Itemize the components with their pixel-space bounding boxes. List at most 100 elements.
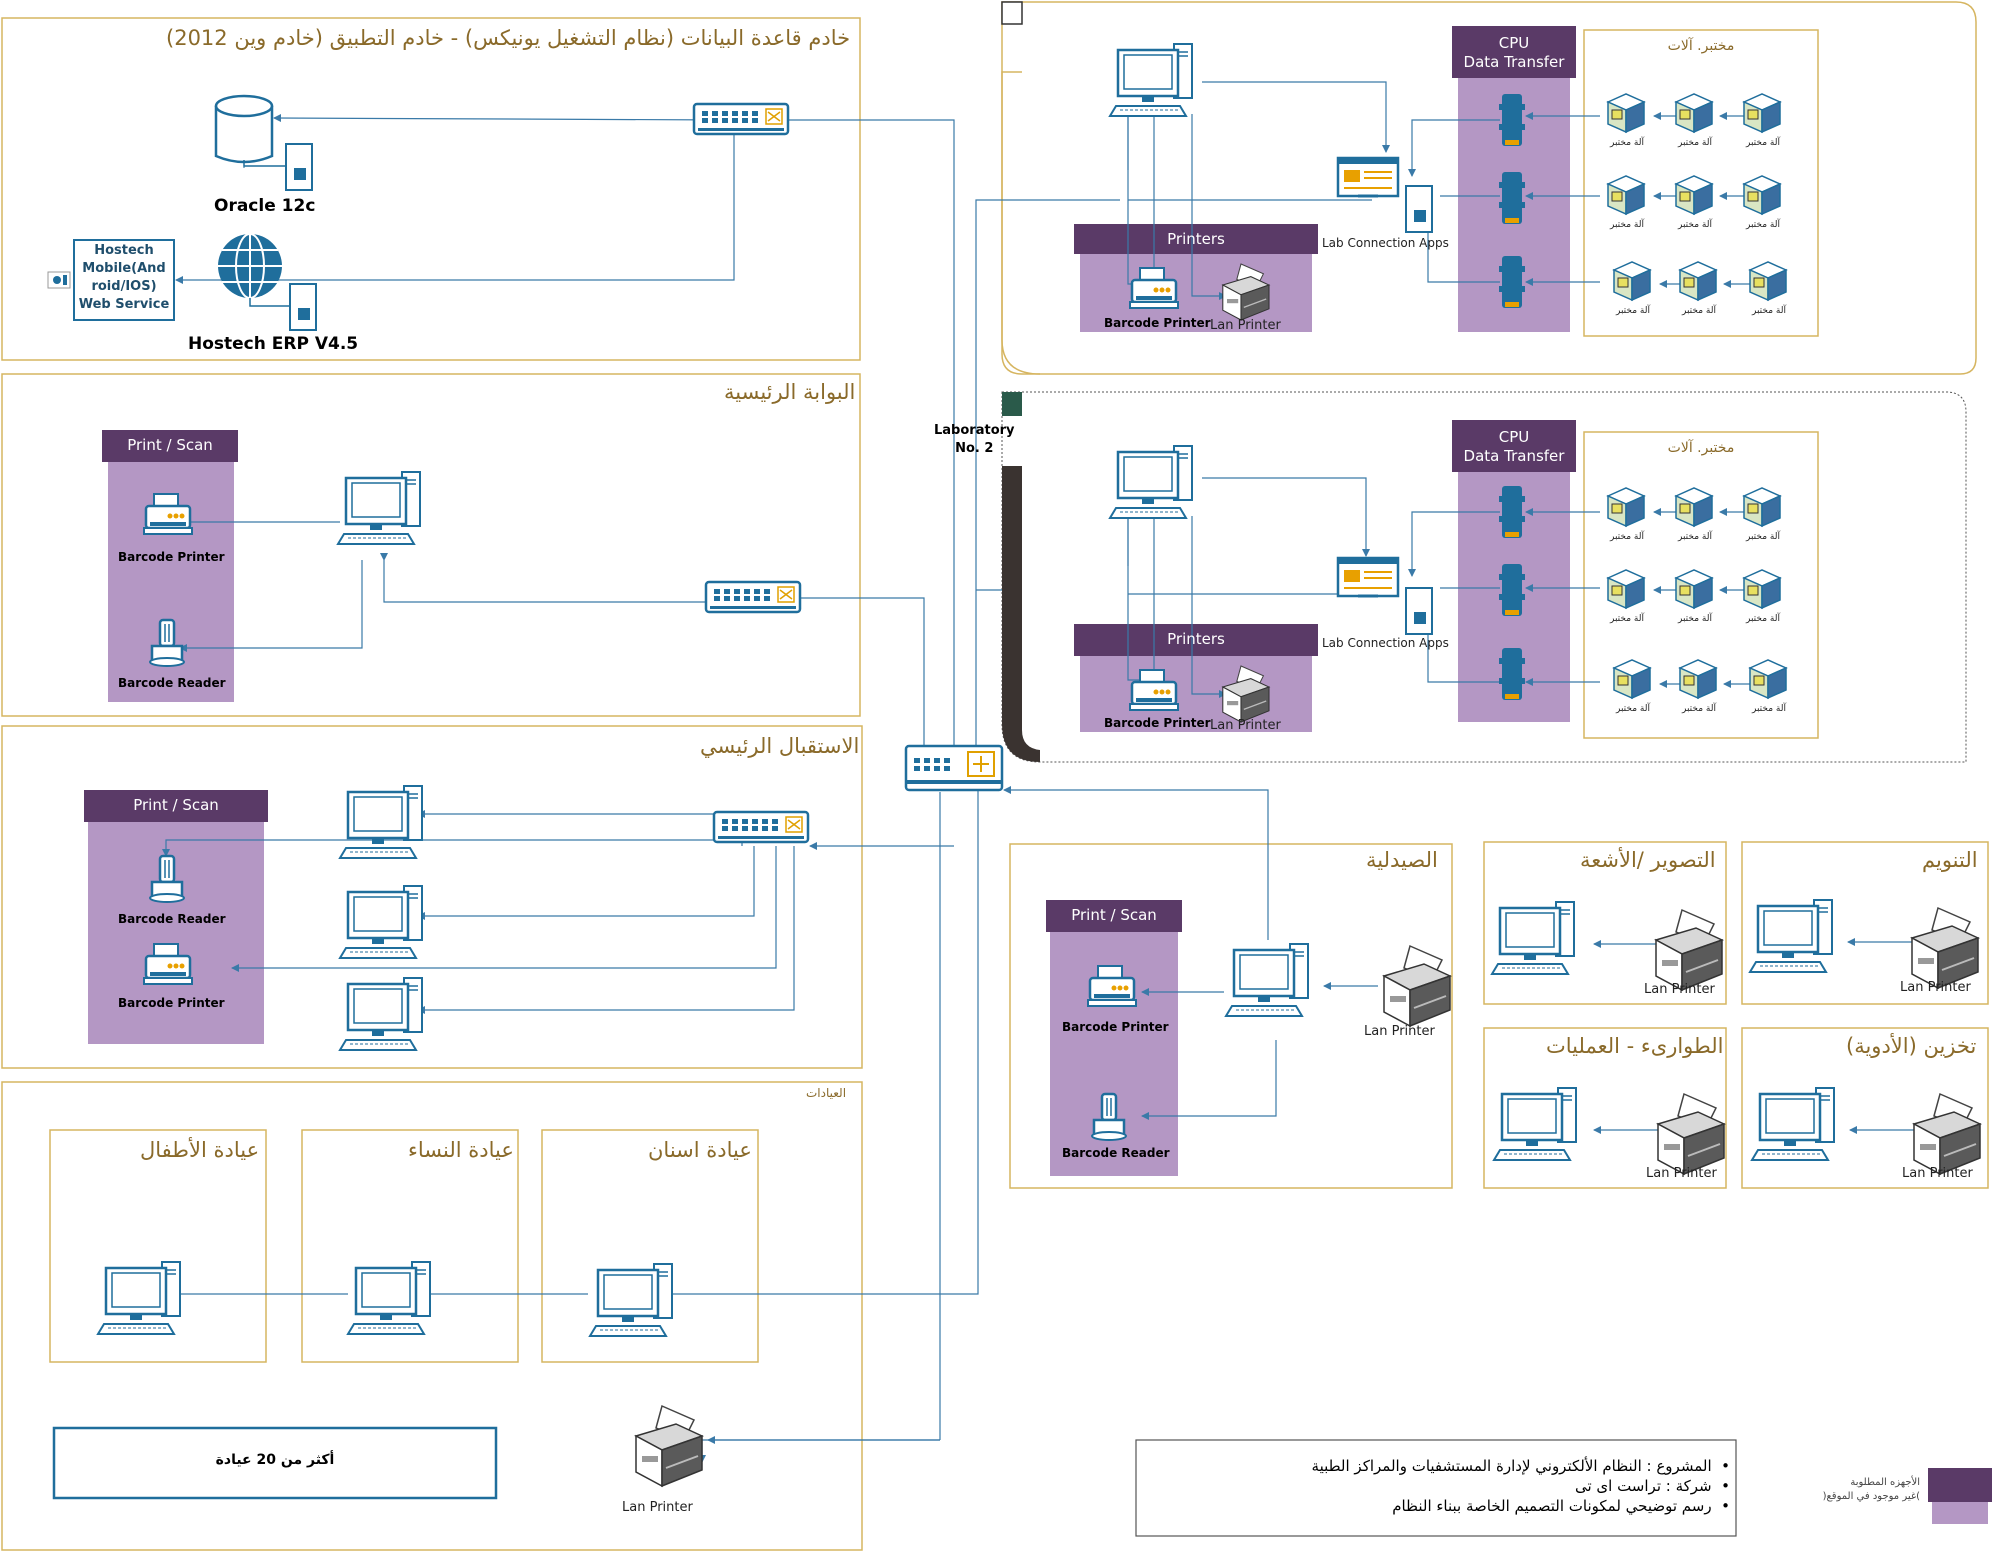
lab1-cpu-1-icon — [1499, 94, 1525, 146]
reception-computer-1-icon — [338, 784, 424, 860]
reception-frame — [1, 725, 863, 1069]
pharmacy-lan-printer-icon — [1383, 945, 1451, 1027]
laboratory-line-2: No. 2 — [955, 441, 994, 456]
reception-barcode-reader-label: Barcode Reader — [118, 912, 226, 926]
oracle-label: Oracle 12c — [214, 196, 316, 216]
main-gate-title: البوابة الرئيسية — [724, 380, 856, 404]
lab1-lan-printer-label: Lan Printer — [1210, 318, 1281, 333]
inpatient-computer-icon — [1748, 898, 1834, 974]
pharmacy-title: الصيدلية — [1366, 848, 1438, 872]
lab2-computer-icon — [1108, 444, 1194, 520]
lab1-cpu-line-1: CPU — [1498, 34, 1530, 52]
lab2-machine-icon — [1743, 487, 1781, 527]
reception-print-scan-header: Print / Scan — [133, 796, 219, 814]
lab-machine-label: آلة مختبر — [1746, 138, 1780, 148]
radiology-lan-printer-icon — [1655, 909, 1723, 991]
lab-machine-label: آلة مختبر — [1678, 138, 1712, 148]
lab-machine-label: آلة مختبر — [1752, 306, 1786, 316]
db-switch-icon — [692, 102, 790, 136]
lab1-machine-icon — [1679, 261, 1717, 301]
pharmacy-lan-printer-label: Lan Printer — [1364, 1024, 1435, 1039]
lab1-computer-icon — [1108, 42, 1194, 118]
lab1-machine-icon — [1743, 93, 1781, 133]
lab2-machine-icon — [1613, 659, 1651, 699]
erp-label: Hostech ERP V4.5 — [188, 334, 359, 354]
clinic-lan-printer-icon — [635, 1405, 703, 1487]
lab-machine-label: آلة مختبر — [1610, 532, 1644, 542]
project-line-2: • شركة : تراست اى تى — [1574, 1477, 1730, 1495]
legend-swatch — [1928, 1468, 1992, 1502]
lab2-machine-icon — [1675, 569, 1713, 609]
lab-machine-label: آلة مختبر — [1752, 704, 1786, 714]
lab2-cpu-line-1: CPU — [1498, 428, 1530, 446]
clinics-count-label: أكثر من 20 عيادة — [215, 1452, 335, 1468]
lab-machine-label: آلة مختبر — [1610, 138, 1644, 148]
lab1-cpu-3-icon — [1499, 256, 1525, 308]
reception-title: الاستقبال الرئيسي — [700, 734, 860, 758]
lab1-machine-icon — [1743, 175, 1781, 215]
mobile-service-box — [73, 239, 175, 321]
legend-line-2: )غير موجود في الموقع( — [1822, 1491, 1920, 1502]
lab2-machines-title: مختبر. آلات — [1667, 440, 1735, 456]
project-name: المشروع : النظام الألكتروني لإدارة المست… — [1311, 1457, 1712, 1475]
project-info: • المشروع : النظام الألكتروني لإدارة الم… — [1150, 1456, 1730, 1516]
lab-machine-label: آلة مختبر — [1678, 614, 1712, 624]
oracle-server-icon — [285, 143, 313, 191]
lab2-machine-icon — [1679, 659, 1717, 699]
mobile-line-3: roid/IOS) — [91, 279, 157, 294]
mobile-line-2: Mobile(And — [82, 261, 166, 276]
emergency-lan-printer-icon — [1657, 1093, 1725, 1175]
database-icon — [214, 94, 274, 164]
gate-barcode-printer-label: Barcode Printer — [118, 550, 225, 564]
lab-machine-label: آلة مختبر — [1678, 220, 1712, 230]
lab1-cpu-line-2: Data Transfer — [1463, 53, 1565, 71]
lab1-machine-icon — [1607, 175, 1645, 215]
lab-machine-label: آلة مختبر — [1610, 614, 1644, 624]
reception-switch-icon — [712, 810, 810, 844]
storage-lan-printer-icon — [1913, 1093, 1981, 1175]
inpatient-title: التنويم — [1922, 848, 1978, 872]
gyn-computer-icon — [346, 1260, 432, 1336]
radiology-lan-printer-label: Lan Printer — [1644, 982, 1715, 997]
project-line-1: • المشروع : النظام الألكتروني لإدارة الم… — [1311, 1457, 1730, 1475]
pharmacy-barcode-printer-label: Barcode Printer — [1062, 1020, 1169, 1034]
db-server-frame — [1, 17, 861, 361]
lab1-machine-icon — [1607, 93, 1645, 133]
pharmacy-frame — [1009, 843, 1453, 1189]
gate-barcode-reader-label: Barcode Reader — [118, 676, 226, 690]
lab1-printers-header: Printers — [1167, 230, 1225, 248]
lab2-machine-icon — [1749, 659, 1787, 699]
clinics-title: العيادات — [806, 1086, 847, 1100]
radiology-title: التصوير /الأشعة — [1580, 848, 1716, 872]
lab2-machine-icon — [1607, 569, 1645, 609]
project-line-3: • رسم توضيحي لمكونات التصميم الخاصة ببنا… — [1392, 1497, 1730, 1515]
globe-icon — [218, 233, 282, 299]
lab1-app-server-icon — [1405, 185, 1433, 233]
lab2-cpu-2-icon — [1499, 564, 1525, 616]
clinic-lan-printer-label: Lan Printer — [622, 1500, 693, 1515]
lab1-cpu-2-icon — [1499, 172, 1525, 224]
lab1-barcode-printer-label: Barcode Printer — [1104, 316, 1211, 330]
mobile-service-label: Hostech Mobile(And roid/IOS) Web Service — [74, 242, 174, 314]
lab-machine-label: آلة مختبر — [1616, 704, 1650, 714]
lab-machine-label: آلة مختبر — [1678, 532, 1712, 542]
laboratory-line-1: Laboratory — [934, 423, 1015, 438]
lab1-machine-icon — [1749, 261, 1787, 301]
company-name: شركة : تراست اى تى — [1574, 1477, 1712, 1495]
reception-barcode-printer-label: Barcode Printer — [118, 996, 225, 1010]
storage-lan-printer-label: Lan Printer — [1902, 1166, 1973, 1181]
lab2-printers-header: Printers — [1167, 630, 1225, 648]
pharmacy-print-scan-header: Print / Scan — [1071, 906, 1157, 924]
dental-title: عيادة اسنان — [648, 1138, 752, 1162]
lab-machine-label: آلة مختبر — [1682, 306, 1716, 316]
lab2-cpu-3-icon — [1499, 648, 1525, 700]
radiology-computer-icon — [1490, 900, 1576, 976]
mobile-line-1: Hostech — [94, 243, 154, 258]
lab2-cpu-line-2: Data Transfer — [1463, 447, 1565, 465]
lab1-app-label: Lab Connection Apps — [1322, 236, 1449, 250]
lab1-machine-icon — [1675, 175, 1713, 215]
lab-machine-label: آلة مختبر — [1616, 306, 1650, 316]
erp-server-icon — [289, 283, 317, 331]
lab2-machine-icon — [1607, 487, 1645, 527]
